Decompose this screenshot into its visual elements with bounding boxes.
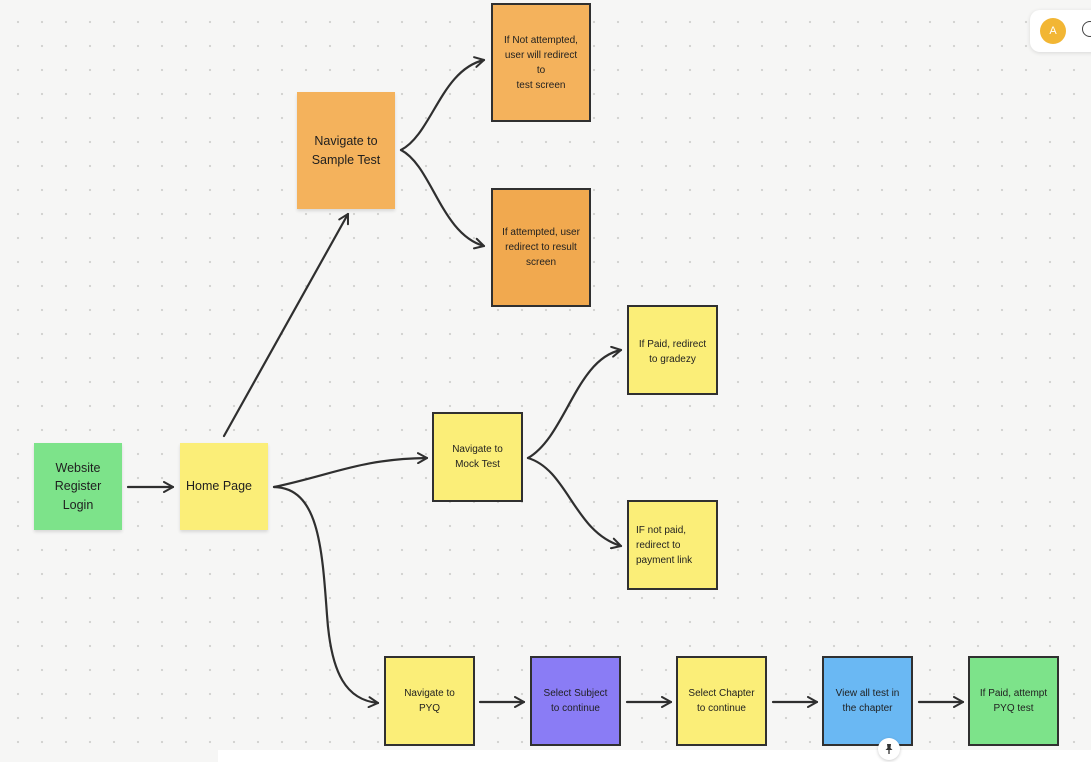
node-label: Navigate to Sample Test (311, 134, 381, 167)
node-label: Navigate to PYQ (404, 688, 455, 714)
node-home-page[interactable]: Home Page (180, 443, 268, 530)
node-if-paid-attempt-pyq[interactable]: If Paid, attempt PYQ test (968, 656, 1059, 746)
node-navigate-mock-test[interactable]: Navigate to Mock Test (432, 412, 523, 502)
node-navigate-pyq[interactable]: Navigate to PYQ (384, 656, 475, 746)
node-select-subject[interactable]: Select Subject to continue (530, 656, 621, 746)
node-label: Navigate to Mock Test (452, 444, 503, 470)
node-label: Home Page (186, 479, 253, 494)
arrow-mock-paid (526, 345, 623, 460)
circle-icon[interactable] (1082, 21, 1091, 37)
node-label: View all test in the chapter (835, 688, 900, 714)
node-if-attempted[interactable]: If attempted, user redirect to result sc… (491, 188, 591, 307)
avatar-initial: A (1049, 25, 1057, 37)
arrow-home-mock-test (272, 452, 429, 489)
arrow-mock-not-paid (526, 456, 623, 550)
node-if-paid-gradezy[interactable]: If Paid, redirect to gradezy (627, 305, 718, 395)
node-navigate-sample-test[interactable]: Navigate to Sample Test (297, 92, 395, 209)
node-label: Select Subject to continue (543, 688, 608, 714)
node-label: If Paid, attempt PYQ test (979, 688, 1048, 714)
pin-icon[interactable] (878, 738, 900, 760)
arrow-sample-attempted (399, 148, 486, 250)
pin-glyph (885, 744, 893, 754)
arrow-home-sample-test (222, 212, 350, 438)
arrow-sample-not-attempted (399, 56, 486, 152)
arrow-home-pyq (272, 485, 380, 709)
bottom-toolbar (218, 750, 1091, 762)
node-website-register-login[interactable]: Website Register Login (34, 443, 122, 530)
node-view-all-tests[interactable]: View all test in the chapter (822, 656, 913, 746)
node-if-not-paid[interactable]: IF not paid, redirect to payment link (627, 500, 718, 590)
collaborators-panel: A (1030, 10, 1091, 52)
node-label: If Not attempted, user will redirect to … (504, 34, 578, 91)
node-label: If attempted, user redirect to result sc… (502, 227, 580, 268)
node-label: IF not paid, redirect to payment link (636, 524, 693, 566)
avatar-icon[interactable]: A (1040, 18, 1066, 44)
node-select-chapter[interactable]: Select Chapter to continue (676, 656, 767, 746)
node-label: If Paid, redirect to gradezy (638, 339, 707, 365)
node-label: Website Register Login (54, 461, 102, 512)
node-if-not-attempted[interactable]: If Not attempted, user will redirect to … (491, 3, 591, 122)
node-label: Select Chapter to continue (688, 688, 755, 714)
